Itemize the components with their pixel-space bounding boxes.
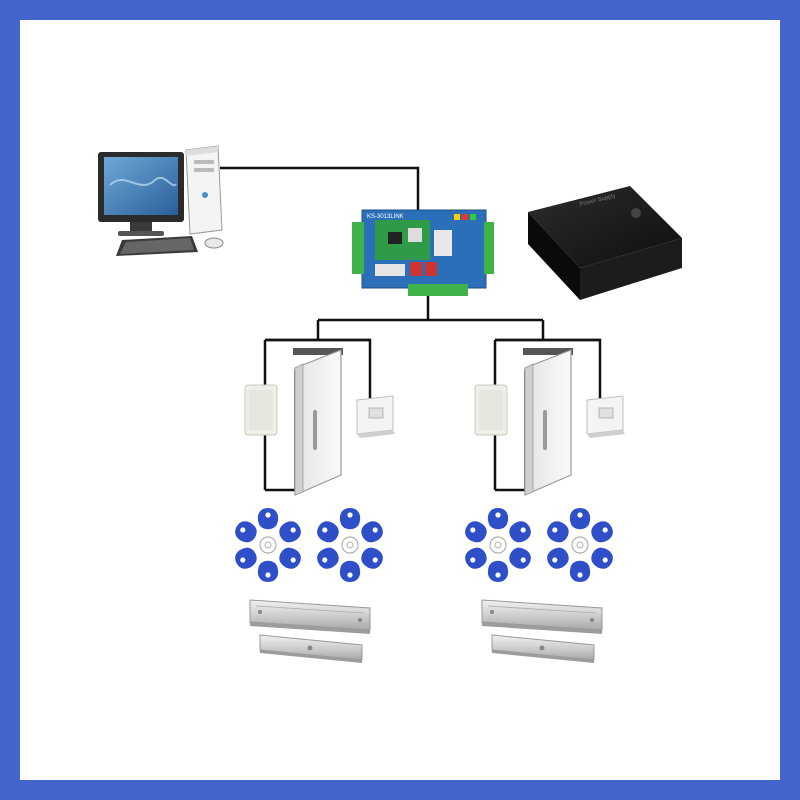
magnetic-lock-2 <box>481 599 603 664</box>
magnetic-lock-1 <box>249 599 371 664</box>
wire-pc-to-controller <box>220 166 420 210</box>
wire-controller-bus <box>316 290 545 340</box>
computer-icon <box>98 145 224 256</box>
rfid-tag-cluster-1 <box>232 508 305 582</box>
diagram-canvas <box>20 20 780 780</box>
access-controller-board: KS-3013LINK <box>352 209 494 296</box>
controller-label: KS-3013LINK <box>367 214 404 220</box>
door-station-1 <box>243 338 397 497</box>
rfid-tag-cluster-2 <box>314 508 387 582</box>
door-station-2 <box>473 338 627 497</box>
power-supply-box: Power Supply <box>528 186 682 300</box>
rfid-tag-cluster-3 <box>462 508 535 582</box>
rfid-tag-cluster-4 <box>544 508 617 582</box>
